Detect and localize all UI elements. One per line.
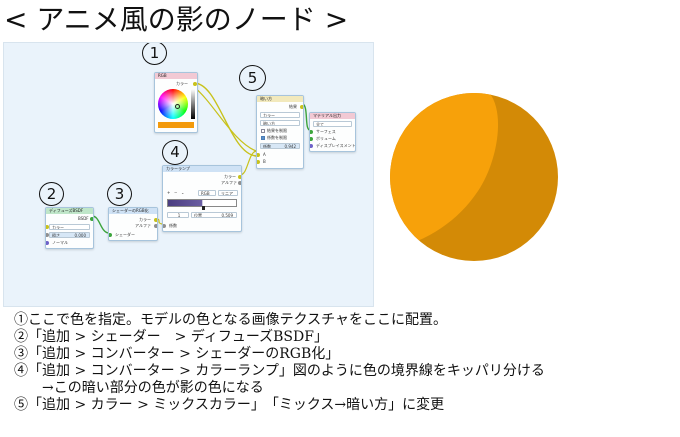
diffuse-roughness-value: 0.000 [74, 233, 86, 238]
rgb-output-label: カラー [176, 81, 188, 86]
mix-output-label: 結果 [289, 104, 297, 109]
mix-b-socket[interactable] [257, 160, 260, 164]
clamp-factor-checkbox[interactable] [261, 136, 265, 140]
ramp-remove-icon[interactable]: − [174, 190, 178, 195]
node-editor[interactable]: RGB カラー 暗い方 結果 カラー 暗い方 結果を制限 係数を制限 係数 0.… [3, 42, 374, 307]
page-title: < アニメ風の影のノード > [4, 3, 349, 36]
mix-factor-value: 0.942 [284, 144, 296, 149]
output-surface-label: サーフェス [316, 129, 336, 134]
mix-node-header[interactable]: 暗い方 [257, 96, 303, 102]
diffuse-normal-socket[interactable] [46, 241, 49, 245]
ramp-position-value: 0.509 [221, 213, 233, 218]
instruction-2: ②「追加 > シェーダー > ディフューズBSDF」 [14, 329, 328, 345]
callout-1: 1 [142, 43, 167, 65]
diffuse-header[interactable]: ディフューズBSDF [46, 208, 93, 214]
color-ramp-header[interactable]: カラーランプ [163, 166, 241, 172]
clamp-factor-label: 係数を制限 [267, 135, 287, 140]
callout-3: 3 [107, 182, 132, 206]
diffuse-output-label: BSDF [78, 216, 89, 221]
mix-result-socket[interactable] [300, 105, 303, 109]
ramp-add-icon[interactable]: + [167, 190, 171, 195]
value-slider[interactable] [191, 89, 195, 119]
diffuse-roughness-field[interactable]: 粗さ 0.000 [49, 232, 90, 238]
link-diffuse-to-shader [91, 215, 109, 234]
callout-2: 2 [39, 182, 64, 206]
clamp-result-checkbox[interactable] [261, 129, 265, 133]
diffuse-normal-label: ノーマル [52, 240, 68, 245]
mix-mode-dropdown[interactable]: 暗い方 [260, 120, 300, 126]
rgb-node-header[interactable]: RGB [155, 73, 197, 79]
ramp-position-label: 位置 [194, 213, 202, 218]
rgb-node[interactable]: RGB カラー [154, 72, 198, 133]
mix-factor-field[interactable]: 係数 0.942 [260, 143, 300, 149]
instruction-4: ④「追加 > コンバーター > カラーランプ」図のように色の境界線をキッパリ分け… [14, 363, 545, 379]
link-ramp-color [239, 150, 257, 176]
callout-5: 5 [239, 65, 266, 91]
ramp-factor-label: 係数 [169, 223, 177, 228]
output-surface-socket[interactable] [310, 130, 313, 134]
mix-a-label: A [263, 152, 266, 157]
sphere-highlight [390, 93, 498, 251]
shader-to-rgb-header[interactable]: シェーダーのRGB化 [109, 208, 157, 214]
shader-rgb-input-label: シェーダー [115, 232, 135, 237]
diffuse-output-socket[interactable] [90, 217, 93, 221]
output-volume-socket[interactable] [310, 137, 313, 141]
ramp-factor-socket[interactable] [163, 224, 166, 228]
diffuse-roughness-label: 粗さ [52, 233, 60, 238]
mix-factor-label: 係数 [263, 144, 271, 149]
callout-4: 4 [162, 140, 188, 165]
color-picker-cursor[interactable] [175, 104, 180, 109]
diffuse-color-field[interactable]: カラー [49, 224, 90, 230]
output-displacement-socket[interactable] [310, 144, 313, 148]
shader-rgb-color-socket[interactable] [154, 218, 157, 222]
mix-b-label: B [263, 159, 266, 164]
ramp-stop-handle[interactable] [202, 206, 205, 210]
instruction-3: ③「追加 > コンバーター > シェーダーのRGB化」 [14, 346, 340, 362]
output-volume-label: ボリューム [316, 136, 336, 141]
shader-rgb-alpha-socket[interactable] [154, 224, 157, 228]
ramp-menu-icon[interactable]: ⌄ [181, 190, 185, 195]
instruction-5: ⑤「追加 > カラー > ミックスカラー」 「ミックス→暗い方」に変更 [14, 397, 445, 413]
link-ramp-to-mix [193, 86, 257, 152]
mix-blend-dropdown[interactable]: カラー [260, 112, 300, 118]
rgb-output-socket[interactable] [193, 82, 197, 86]
shader-rgb-color-label: カラー [139, 217, 151, 222]
clamp-result-label: 結果を制限 [267, 128, 287, 133]
ramp-interp-dropdown[interactable]: リニア [218, 190, 238, 196]
ramp-position-field[interactable]: 位置 0.509 [191, 212, 237, 218]
color-wheel[interactable] [158, 89, 188, 119]
material-output-node[interactable]: マテリアル出力 全て サーフェス ボリューム ディスプレイスメント [309, 112, 356, 152]
ramp-stop-index-field[interactable]: 1 [167, 212, 189, 218]
ramp-alpha-output-label: アルファ [221, 180, 237, 185]
instruction-4-note: →この暗い部分の色が影の色になる [28, 380, 264, 396]
output-displacement-label: ディスプレイスメント [316, 143, 356, 148]
ramp-color-output-label: カラー [224, 174, 236, 179]
rgb-color-swatch[interactable] [158, 122, 194, 128]
shader-rgb-alpha-label: アルファ [135, 223, 151, 228]
instruction-1: ①ここで色を指定。モデルの色となる画像テクスチャをここに配置。 [14, 312, 448, 328]
diffuse-roughness-socket[interactable] [46, 233, 49, 237]
instruction-list: ①ここで色を指定。モデルの色となる画像テクスチャをここに配置。 ②「追加 > シ… [14, 312, 674, 414]
color-ramp-node[interactable]: カラーランプ カラー アルファ + − ⌄ RGB リニア 1 位置 0.509… [162, 165, 242, 232]
ramp-mode-dropdown[interactable]: RGB [198, 190, 216, 196]
diffuse-bsdf-node[interactable]: ディフューズBSDF BSDF カラー 粗さ 0.000 ノーマル [45, 207, 94, 249]
diffuse-color-socket[interactable] [46, 225, 49, 229]
output-target-dropdown[interactable]: 全て [313, 121, 352, 127]
link-rgb-to-mix [193, 82, 257, 157]
ramp-alpha-socket[interactable] [238, 181, 241, 185]
mix-a-socket[interactable] [257, 153, 260, 157]
mix-color-node[interactable]: 暗い方 結果 カラー 暗い方 結果を制限 係数を制限 係数 0.942 A B [256, 95, 304, 169]
shaded-sphere-preview [390, 93, 558, 261]
ramp-color-socket[interactable] [238, 175, 241, 179]
shader-to-rgb-node[interactable]: シェーダーのRGB化 カラー アルファ シェーダー [108, 207, 158, 241]
shader-rgb-input-socket[interactable] [109, 233, 112, 237]
output-node-header[interactable]: マテリアル出力 [310, 113, 355, 119]
